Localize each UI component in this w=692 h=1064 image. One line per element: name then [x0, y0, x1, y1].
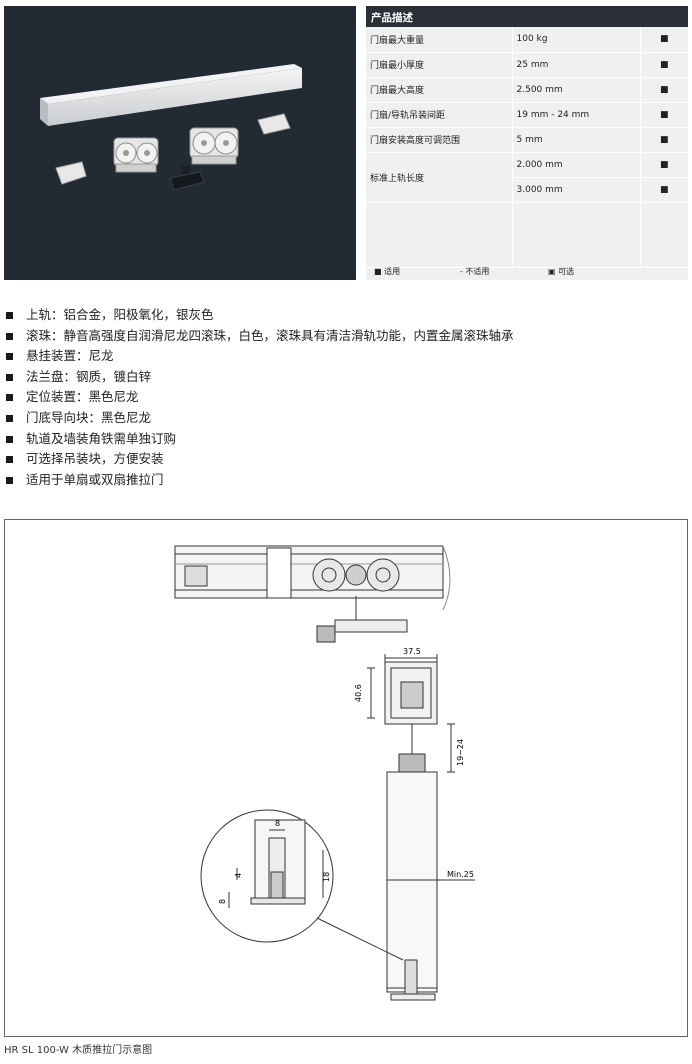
dim-18: 18: [322, 872, 331, 882]
spec-table: 产品描述 门扇最大重量 100 kg ■ 门扇最小厚度 25 mm ■ 门扇最大…: [366, 6, 688, 280]
spec-legend: ■ 适用 - 不适用 ▣ 可选: [366, 262, 688, 280]
dim-4: 4: [234, 873, 243, 878]
technical-drawing: 37.5 40.6 19~24 Min.25 8 4 18 8: [4, 519, 688, 1037]
trolley-image: [189, 127, 239, 165]
dim-width: 37.5: [403, 647, 421, 656]
feature-item: 悬挂装置：尼龙: [4, 346, 684, 367]
dim-8-top: 8: [275, 819, 280, 828]
feature-item: 滚珠：静音高强度自润滑尼龙四滚珠，白色，滚珠具有清洁滑轨功能，内置金属滚珠轴承: [4, 326, 684, 347]
applicable-mark: ■: [640, 52, 688, 78]
rail-image: [40, 64, 302, 126]
applicable-mark: ■: [640, 102, 688, 128]
stopper-image: [55, 113, 291, 185]
dim-height: 40.6: [354, 684, 363, 702]
spec-row: 门扇/导轨吊装间距 19 mm - 24 mm ■: [366, 102, 688, 128]
floor-guide-image: [169, 166, 205, 191]
spec-row-empty: [366, 202, 688, 268]
feature-item: 门底导向块：黑色尼龙: [4, 408, 684, 429]
product-photo: [4, 6, 356, 280]
spec-row: 门扇最小厚度 25 mm ■: [366, 52, 688, 78]
dimension-lines: [367, 654, 475, 881]
spec-header: 产品描述: [366, 6, 688, 27]
feature-item: 法兰盘：钢质，镀白锌: [4, 367, 684, 388]
drawing-caption: HR SL 100-W 木质推拉门示意图: [4, 1045, 153, 1056]
rail-length-label: 标准上轨长度: [366, 152, 513, 203]
dim-min: Min.25: [447, 870, 474, 879]
spec-row: 标准上轨长度 2.000 mm ■: [366, 152, 688, 203]
legend-not-applicable: - 不适用: [460, 267, 490, 276]
applicable-mark: ■: [640, 177, 688, 203]
applicable-mark: ■: [640, 27, 688, 53]
dim-8-left: 8: [218, 899, 227, 904]
applicable-mark: ■: [640, 152, 688, 178]
spec-row: 门扇最大高度 2.500 mm ■: [366, 77, 688, 103]
spec-row: 3.000 mm ■: [366, 177, 688, 203]
feature-item: 定位装置：黑色尼龙: [4, 387, 684, 408]
rail-cross-section: [384, 661, 438, 1001]
legend-applicable: ■ 适用: [374, 267, 401, 276]
rail-side-view: [174, 545, 451, 643]
feature-list: 上轨：铝合金，阳极氧化，银灰色 滚珠：静音高强度自润滑尼龙四滚珠，白色，滚珠具有…: [4, 305, 684, 490]
applicable-mark: ■: [640, 77, 688, 103]
feature-item: 适用于单扇或双扇推拉门: [4, 470, 684, 491]
feature-item: 可选择吊装块，方便安装: [4, 449, 684, 470]
detail-callout: [200, 809, 404, 961]
trolley-image: [113, 137, 159, 173]
applicable-mark: ■: [640, 127, 688, 153]
dim-gap: 19~24: [456, 739, 465, 766]
feature-item: 轨道及墙装角铁需单独订购: [4, 429, 684, 450]
spec-row: 门扇最大重量 100 kg ■: [366, 27, 688, 53]
legend-optional: ▣ 可选: [548, 267, 575, 276]
feature-item: 上轨：铝合金，阳极氧化，银灰色: [4, 305, 684, 326]
spec-row: 门扇安装高度可调范围 5 mm ■: [366, 127, 688, 153]
